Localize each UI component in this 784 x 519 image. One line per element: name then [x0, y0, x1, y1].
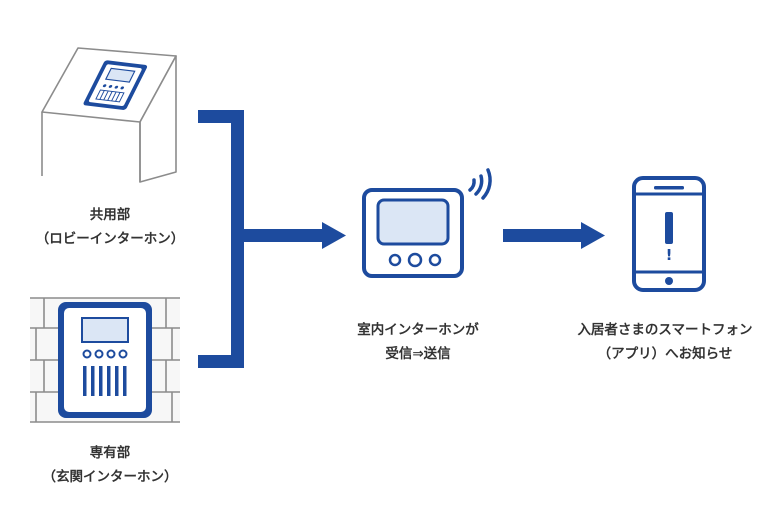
- lobby-label-line1: 共用部: [89, 207, 131, 223]
- arrow-to-indoor-monitor: [244, 222, 346, 249]
- alert-badge: !: [666, 246, 673, 264]
- door-intercom-icon: [30, 297, 180, 423]
- indoor-monitor-label: 室内インターホンが 受信⇒送信: [318, 318, 518, 366]
- alert-icon: [665, 212, 673, 244]
- arrow-to-smartphone: [503, 222, 605, 249]
- lobby-intercom-icon: [41, 47, 177, 183]
- door-intercom-label: 専有部 （玄関インターホン）: [10, 441, 210, 489]
- front-label-line1: 専有部: [89, 445, 131, 461]
- smartphone-label: 入居者さまのスマートフォン （アプリ）へお知らせ: [540, 318, 784, 366]
- phone-label-line2: （アプリ）へお知らせ: [597, 346, 733, 362]
- lobby-intercom-label: 共用部 （ロビーインターホン）: [10, 203, 210, 251]
- lobby-label-line2: （ロビーインターホン）: [35, 231, 185, 247]
- phone-label-line1: 入居者さまのスマートフォン: [577, 322, 753, 338]
- smartphone-icon: !: [632, 176, 706, 292]
- front-label-line2: （玄関インターホン）: [42, 469, 178, 485]
- connector-bracket: [198, 110, 244, 368]
- wireless-signal-icon: [468, 168, 492, 200]
- indoor-label-line1: 室内インターホンが: [357, 322, 479, 338]
- indoor-label-line2: 受信⇒送信: [385, 346, 451, 362]
- indoor-monitor-icon: [362, 188, 464, 278]
